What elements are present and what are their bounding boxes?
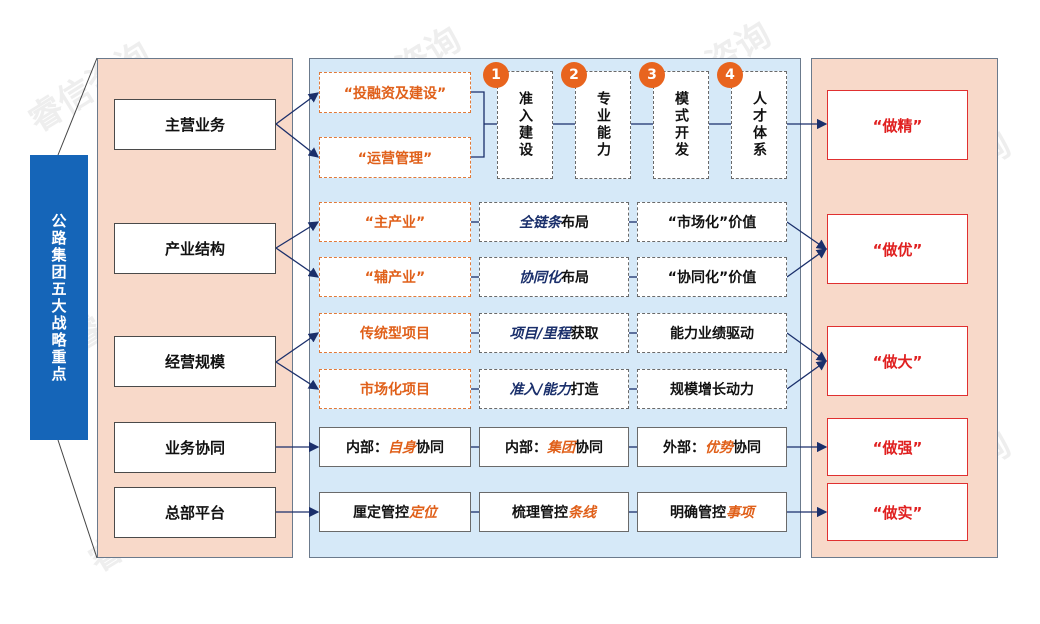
plain-text: 打造 bbox=[570, 382, 599, 398]
emphasis-text: 项目/里程 bbox=[509, 326, 571, 342]
plain-text: 协同 bbox=[416, 440, 444, 456]
left-item-operation-scale: 经营规模 bbox=[114, 336, 276, 387]
plain-text: 内部： bbox=[346, 440, 388, 456]
aux-industry-box: “辅产业” bbox=[319, 257, 471, 297]
step-label: 专业能力 bbox=[595, 91, 611, 159]
emphasis-text: 条线 bbox=[568, 505, 596, 521]
plain-text: 布局 bbox=[561, 215, 589, 231]
project-acquisition-box: 项目/里程获取 bbox=[479, 313, 629, 353]
emphasis-text: 准入/能力 bbox=[509, 382, 571, 398]
step-box-4: 人才体系 bbox=[731, 71, 787, 179]
left-item-hq-platform: 总部平台 bbox=[114, 487, 276, 538]
left-item-main-business: 主营业务 bbox=[114, 99, 276, 150]
plain-text: 协同 bbox=[733, 440, 761, 456]
step-number-1: 1 bbox=[483, 62, 509, 88]
emphasis-text: 全链条 bbox=[519, 215, 561, 231]
market-value-box: “市场化”价值 bbox=[637, 202, 787, 242]
sync-box-advantage: 外部：优势协同 bbox=[637, 427, 787, 467]
synergy-layout-box: 协同化布局 bbox=[479, 257, 629, 297]
plain-text: 布局 bbox=[561, 270, 589, 286]
sync-box-self: 内部：自身协同 bbox=[319, 427, 471, 467]
synergy-value-box: “协同化”价值 bbox=[637, 257, 787, 297]
result-strengthen: “做强” bbox=[827, 418, 968, 476]
plain-text: 内部： bbox=[505, 440, 547, 456]
step-number-2: 2 bbox=[561, 62, 587, 88]
step-number-3: 3 bbox=[639, 62, 665, 88]
platform-box-line: 梳理管控条线 bbox=[479, 492, 629, 532]
plain-text: 获取 bbox=[570, 326, 599, 342]
platform-box-position: 厘定管控定位 bbox=[319, 492, 471, 532]
plain-text: 梳理管控 bbox=[512, 505, 568, 521]
result-solidify: “做实” bbox=[827, 483, 968, 541]
left-item-business-synergy: 业务协同 bbox=[114, 422, 276, 473]
market-project-box: 市场化项目 bbox=[319, 369, 471, 409]
investment-construction-box: “投融资及建设” bbox=[319, 72, 471, 113]
operation-management-box: “运营管理” bbox=[319, 137, 471, 178]
strategy-title-bar: 公路集团五大战略重点 bbox=[30, 155, 88, 440]
emphasis-text: 自身 bbox=[388, 440, 416, 456]
emphasis-text: 事项 bbox=[726, 505, 754, 521]
plain-text: 厘定管控 bbox=[353, 505, 409, 521]
traditional-project-box: 传统型项目 bbox=[319, 313, 471, 353]
plain-text: 协同 bbox=[575, 440, 603, 456]
sync-box-group: 内部：集团协同 bbox=[479, 427, 629, 467]
emphasis-text: 定位 bbox=[409, 505, 437, 521]
step-label: 准入建设 bbox=[517, 91, 533, 159]
emphasis-text: 优势 bbox=[705, 440, 733, 456]
emphasis-text: 协同化 bbox=[519, 270, 561, 286]
plain-text: 外部： bbox=[663, 440, 705, 456]
capability-build-box: 准入/能力打造 bbox=[479, 369, 629, 409]
emphasis-text: 集团 bbox=[547, 440, 575, 456]
step-label: 人才体系 bbox=[751, 91, 767, 159]
plain-text: 明确管控 bbox=[670, 505, 726, 521]
result-enlarge: “做大” bbox=[827, 326, 968, 396]
step-box-3: 模式开发 bbox=[653, 71, 709, 179]
main-industry-box: “主产业” bbox=[319, 202, 471, 242]
step-number-4: 4 bbox=[717, 62, 743, 88]
left-item-industry-structure: 产业结构 bbox=[114, 223, 276, 274]
platform-box-items: 明确管控事项 bbox=[637, 492, 787, 532]
full-chain-layout-box: 全链条布局 bbox=[479, 202, 629, 242]
step-label: 模式开发 bbox=[673, 91, 689, 159]
scale-growth-box: 规模增长动力 bbox=[637, 369, 787, 409]
result-refine: “做精” bbox=[827, 90, 968, 160]
step-box-2: 专业能力 bbox=[575, 71, 631, 179]
step-box-1: 准入建设 bbox=[497, 71, 553, 179]
result-optimize: “做优” bbox=[827, 214, 968, 284]
capability-drive-box: 能力业绩驱动 bbox=[637, 313, 787, 353]
